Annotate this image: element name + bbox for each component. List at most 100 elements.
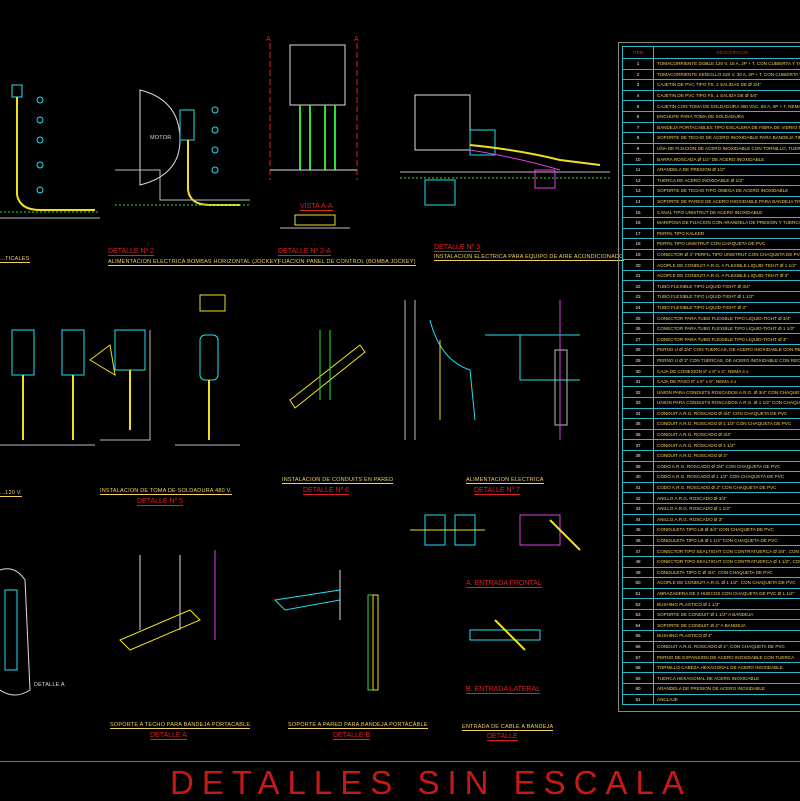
item-description: SOPORTE DE TECHO DE ACERO INOXIDABLE PAR…	[654, 133, 800, 144]
item-description: CODO A.R.G. ROSCADO Ø 3" CON CHAQUETA DE…	[654, 482, 800, 493]
item-number: 35	[623, 419, 654, 430]
detail-2-caption: ALIMENTACION ELECTRICA BOMBAS HORIZONTAL…	[108, 259, 279, 266]
detail-left-label: DETALLE A	[34, 682, 65, 688]
item-description: CONDUIT A.R.G. ROSCADO Ø 4", CON CHAQUET…	[654, 641, 800, 652]
item-description: ANILLO A.R.G. ROSCADO Ø 1 1/2"	[654, 503, 800, 514]
item-description: TUBO FLEXIBLE TIPO LIQUID-TIGHT Ø 3/4"	[654, 281, 800, 292]
item-number: 54	[623, 620, 654, 631]
item-number: 39	[623, 461, 654, 472]
item-description: CONECTOR TIPO SEALTIGHT CON CONTRATUERCA…	[654, 546, 800, 557]
item-number: 38	[623, 450, 654, 461]
vista-label: VISTA A-A	[300, 203, 333, 211]
detail-b-drawing	[275, 570, 378, 690]
detail-2-drawing	[115, 90, 250, 205]
detail-6-title: DETALLE Nº 6	[303, 487, 349, 495]
item-description: CAJA DE CONEXION 8" x 8" x 4", NEMA 4 x	[654, 366, 800, 377]
item-number: 45	[623, 525, 654, 536]
item-description: CAJETIN CON TOMA DE SOLDADURA 480 VAC, 6…	[654, 101, 800, 112]
item-description: CONECTOR Ø 4" PERFIL TIPO UNISTRUT CON C…	[654, 249, 800, 260]
detail-3-caption: INSTALACION ELECTRICA PARA EQUIPO DE AIR…	[434, 254, 624, 261]
item-description: ABRAZADERA DE 2 HUECOS CON CHAQUETA DE P…	[654, 588, 800, 599]
item-number: 47	[623, 546, 654, 557]
cable-entry-caption: ENTRADA DE CABLE A BANDEJA	[462, 724, 553, 731]
entrada-lateral-label: B. ENTRADA LATERAL	[466, 686, 540, 694]
detail-a-caption: SOPORTE A TECHO PARA BANDEJA PORTACABLE	[110, 722, 250, 729]
detail-1-caption: ...TICALES	[0, 256, 30, 263]
item-number: 49	[623, 567, 654, 578]
detail-6-drawing	[290, 300, 475, 440]
item-number: 29	[623, 355, 654, 366]
detail-6-caption: INSTALACION DE CONDUITS EN PARED	[282, 477, 393, 484]
item-description: ACOPLE DE CONDUIT A.R.G. Ø 1 1/2", CON C…	[654, 578, 800, 589]
item-number: 59	[623, 673, 654, 684]
detail-b-caption: SOPORTE A PARED PARA BANDEJA PORTACABLE	[288, 722, 428, 729]
detail-3-drawing	[400, 95, 610, 205]
item-number: 30	[623, 366, 654, 377]
cable-entry-title: DETALLE	[487, 733, 518, 741]
item-description: BARRA ROSCADA Ø 1/2" DE ACERO INOXIDABLE	[654, 154, 800, 165]
item-description: TUBO FLEXIBLE TIPO LIQUID-TIGHT Ø 3"	[654, 302, 800, 313]
detail-5-title: DETALLE Nº 5	[137, 498, 183, 506]
item-number: 46	[623, 535, 654, 546]
item-number: 32	[623, 387, 654, 398]
item-number: 36	[623, 429, 654, 440]
item-number: 22	[623, 281, 654, 292]
item-number: 55	[623, 631, 654, 642]
item-number: 18	[623, 239, 654, 250]
item-description: TOMACORRIENTE SENCILLO 220 V, 30 A, 2P +…	[654, 69, 800, 80]
item-number: 27	[623, 334, 654, 345]
item-description: UÑA DE FIJACION DE ACERO INOXIDABLE CON …	[654, 143, 800, 154]
bom-header-row: ITEM DESCRIPCION	[623, 47, 800, 59]
item-description: UNION PARA CONDUITS ROSCADOS A.R.G. Ø 1 …	[654, 398, 800, 409]
frame-divider-line	[0, 761, 800, 762]
item-description: ACOPLE DE CONDUIT A.R.G. A FLEXIBLE LIQU…	[654, 260, 800, 271]
item-description: CODO A.R.G. ROSCADO Ø 3/4" CON CHAQUETA …	[654, 461, 800, 472]
detail-left-bottom-drawing	[0, 569, 30, 695]
detail-1-drawing	[0, 85, 100, 218]
item-number: 58	[623, 662, 654, 673]
detail-5-drawing	[90, 295, 240, 445]
detail-7-caption: ALIMENTACION ELECTRICA	[466, 477, 544, 484]
item-description: CONECTOR TIPO SEALTIGHT CON CONTRATUERCA…	[654, 556, 800, 567]
item-number: 14	[623, 196, 654, 207]
item-description: SOPORTE DE TECHO TIPO OMEGA DE ACERO INO…	[654, 186, 800, 197]
item-description: CONDUIT A.R.G. ROSCADO Ø 3"	[654, 450, 800, 461]
item-description: CAJA DE PASO 8" x 8" x 6", NEMA 4 x	[654, 376, 800, 387]
item-description: CONDUIT A.R.G. ROSCADO Ø 3/4" CON CHAQUE…	[654, 408, 800, 419]
item-description: CONDULETA TIPO C Ø 3/4", CON CHAQUETA DE…	[654, 567, 800, 578]
detail-4-drawing	[0, 330, 95, 445]
item-number: 11	[623, 164, 654, 175]
detail-a-title: DETALLE A	[150, 732, 187, 740]
item-description: BUSHING PLASTICO Ø 1 1/2"	[654, 599, 800, 610]
item-description: SOPORTE DE CONDUIT Ø 4" A BANDEJA	[654, 620, 800, 631]
item-number: 4	[623, 90, 654, 101]
drawing-title: DETALLES SIN ESCALA	[170, 766, 692, 800]
